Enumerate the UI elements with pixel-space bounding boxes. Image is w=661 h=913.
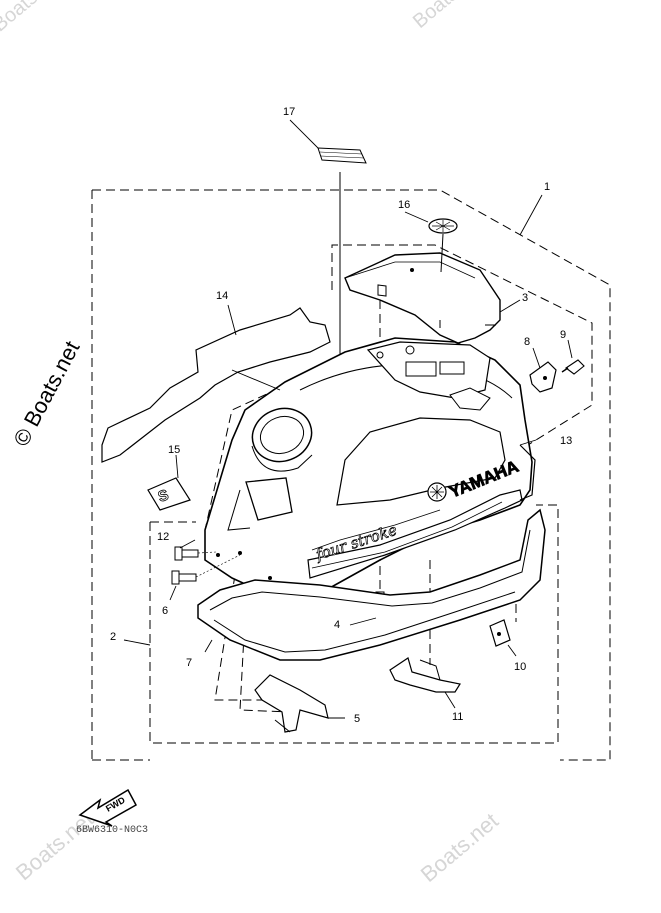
callout-13: 13	[560, 435, 572, 447]
watermark-text-bottom-right: Boats.net	[416, 808, 503, 887]
callout-16: 16	[398, 199, 410, 211]
callout-2: 2	[110, 631, 116, 643]
callout-labels: 1 2 3 4 5 6 7 8 9 10 11 12 13 14 15 16 1…	[110, 106, 572, 725]
callout-6: 6	[162, 605, 168, 617]
part-10-clip	[489, 619, 511, 647]
callout-11: 11	[452, 711, 463, 723]
callout-17: 17	[283, 106, 295, 118]
callout-1: 1	[544, 181, 550, 193]
watermark-copyright: © Boats.net	[8, 337, 84, 451]
part-14-panel	[101, 307, 331, 463]
part-12-bolt	[174, 546, 217, 561]
part-16-badge	[428, 218, 458, 273]
callout-5: 5	[354, 713, 360, 725]
fwd-arrow-icon: FWD	[78, 788, 138, 827]
part-6-bolt	[171, 554, 241, 585]
callout-14: 14	[216, 290, 228, 302]
boundary-assembly-1	[92, 189, 611, 761]
part-11-bracket	[389, 657, 461, 693]
drawing-code: 6BW6310-N0C3	[76, 825, 148, 836]
part-7-seal	[197, 508, 546, 661]
leader-lines	[123, 119, 573, 719]
callout-15: 15	[168, 444, 180, 456]
callout-8: 8	[524, 336, 530, 348]
callout-3: 3	[522, 292, 528, 304]
callout-4: 4	[334, 619, 340, 631]
callout-7: 7	[186, 657, 192, 669]
callout-10: 10	[514, 661, 526, 673]
callout-12: 12	[157, 531, 169, 543]
part-5-bracket	[254, 674, 329, 733]
watermark-text-top-left: Boats.net	[0, 0, 68, 36]
part-3-top-cap	[344, 252, 501, 344]
boundary-assembly-2	[149, 504, 559, 744]
part-1-top-cowling	[204, 337, 536, 606]
callout-9: 9	[560, 329, 566, 341]
emblem-letter: S	[156, 487, 171, 506]
watermark-text-top-right: Boats.net	[409, 0, 488, 33]
part-15-emblem: S	[147, 477, 191, 511]
part-8-bracket	[529, 361, 557, 393]
watermark-text-bottom-left: Boats.net	[11, 806, 98, 885]
part-9-bolt	[561, 359, 585, 375]
part-17-decal	[317, 147, 367, 385]
